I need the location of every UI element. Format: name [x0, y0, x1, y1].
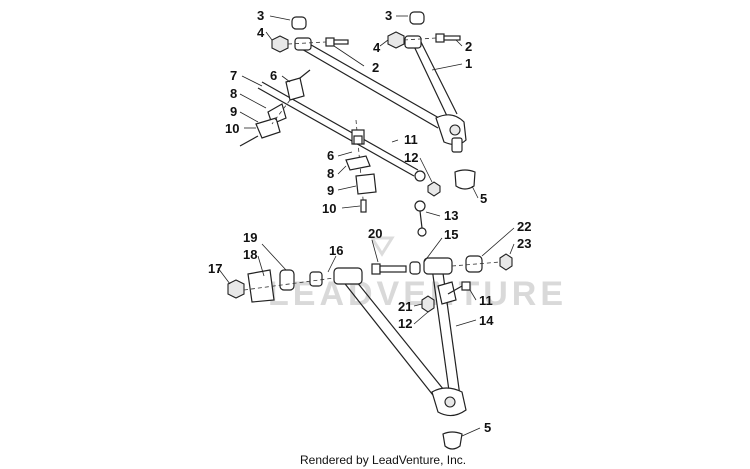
tie-rod-part-7 [257, 81, 426, 182]
lower-a-arm [333, 257, 467, 417]
nut-part-12-upper [427, 181, 441, 197]
bolt-part-2-right [435, 33, 461, 43]
callout-1: 1 [465, 56, 472, 71]
callout-12-upper: 12 [404, 150, 418, 165]
callout-9-lower: 9 [327, 183, 334, 198]
bushing-part-3-left [291, 16, 307, 30]
ball-joint-part-5-upper [454, 169, 476, 190]
bolt-part-20 [371, 263, 407, 275]
callout-10-lower: 10 [322, 201, 336, 216]
callout-23: 23 [517, 236, 531, 251]
callout-6-lower: 6 [327, 148, 334, 163]
callout-15: 15 [444, 227, 458, 242]
bolt-part-11-upper [353, 135, 363, 145]
callout-4-left: 4 [257, 25, 265, 40]
callout-13: 13 [444, 208, 458, 223]
bolt-part-2-left [325, 37, 349, 47]
callout-22: 22 [517, 219, 531, 234]
callout-4-right: 4 [373, 40, 381, 55]
callout-leaders [217, 15, 515, 437]
callout-11-lower: 11 [479, 293, 493, 308]
callout-17: 17 [208, 261, 222, 276]
link-bracket-lower [345, 119, 377, 213]
callout-20: 20 [368, 226, 382, 241]
callout-7: 7 [230, 68, 237, 83]
callout-labels: 3 4 3 4 2 2 1 7 6 8 9 10 11 12 6 8 9 10 … [208, 8, 531, 435]
nut-part-4-right [387, 31, 405, 49]
callout-18: 18 [243, 247, 257, 262]
callout-21: 21 [398, 299, 412, 314]
bracket-part-18 [247, 269, 275, 303]
callout-11-upper: 11 [404, 132, 418, 147]
ball-joint-part-5-lower [442, 431, 463, 450]
link-bracket-upper [239, 69, 311, 147]
callout-2-right: 2 [465, 39, 472, 54]
nut-part-4-left [271, 35, 289, 53]
bushing-part-15 [409, 261, 421, 275]
bushing-part-3-right [409, 11, 425, 25]
callout-10-upper: 10 [225, 121, 239, 136]
bushing-part-16 [309, 271, 323, 287]
callout-14: 14 [479, 313, 494, 328]
callout-12-lower: 12 [398, 316, 412, 331]
nut-part-17 [227, 279, 245, 299]
callout-8-upper: 8 [230, 86, 237, 101]
bushing-part-19 [279, 269, 295, 291]
footer-credit: Rendered by LeadVenture, Inc. [300, 453, 466, 467]
callout-9-upper: 9 [230, 104, 237, 119]
callout-5-lower: 5 [484, 420, 491, 435]
callout-3-right: 3 [385, 8, 392, 23]
callout-19: 19 [243, 230, 257, 245]
callout-8-lower: 8 [327, 166, 334, 181]
nut-part-21 [421, 295, 435, 313]
callout-2-left: 2 [372, 60, 379, 75]
bolt-part-11-lower [447, 281, 471, 295]
upper-a-arm [294, 35, 467, 153]
callout-3-left: 3 [257, 8, 264, 23]
watermark-logo-icon [369, 236, 395, 257]
end-link-part-13 [414, 200, 427, 237]
callout-5-upper: 5 [480, 191, 487, 206]
nut-part-23 [499, 253, 513, 271]
callout-6-upper: 6 [270, 68, 277, 83]
callout-16: 16 [329, 243, 343, 258]
